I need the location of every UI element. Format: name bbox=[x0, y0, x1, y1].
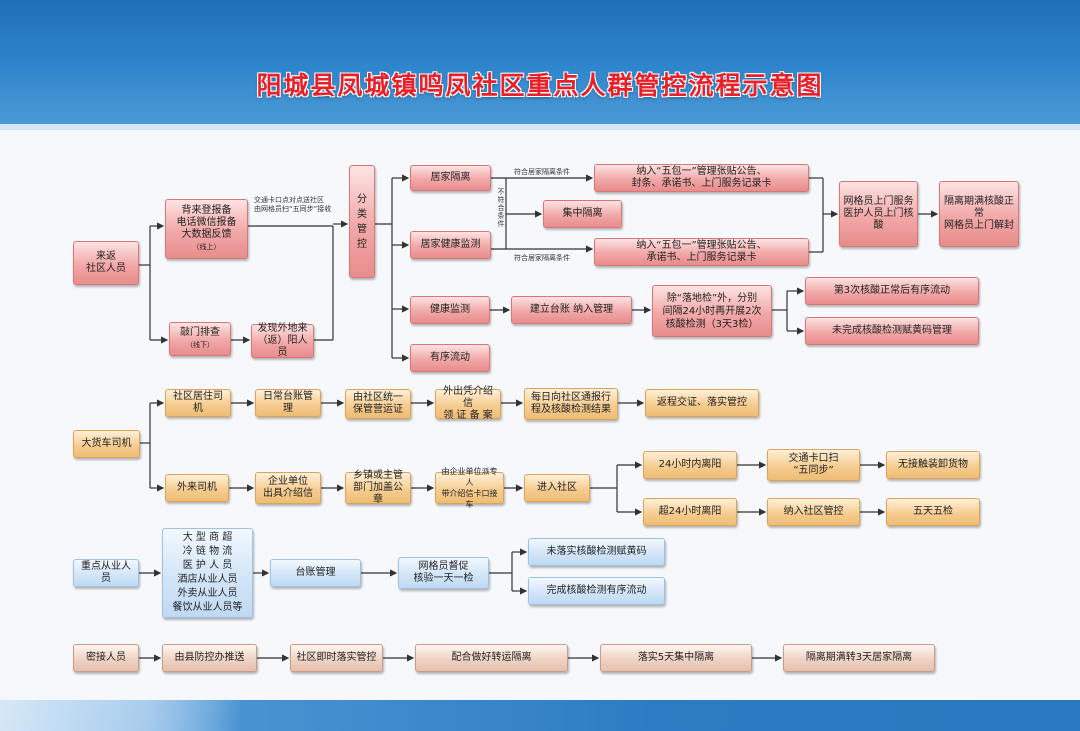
node-door-check: 敲门排查 （线下） bbox=[169, 322, 231, 356]
node-return-license: 返程交证、落实管控 bbox=[645, 389, 759, 417]
page-title: 阳城县凤城镇鸣凤社区重点人群管控流程示意图 bbox=[256, 71, 824, 100]
node-third-test-normal: 第3次核酸正常后有序流动 bbox=[805, 277, 979, 305]
node-ledger-management: 建立台账 纳入管理 bbox=[511, 296, 632, 324]
node-county-push: 由县防控办推送 bbox=[162, 644, 257, 672]
node-enter-community: 进入社区 bbox=[524, 474, 590, 502]
node-truck-drivers: 大货车司机 bbox=[73, 430, 140, 458]
node-transfer-isolation: 配合做好转运隔离 bbox=[415, 644, 568, 672]
node-centralized-isolation: 集中隔离 bbox=[543, 200, 622, 228]
node-health-monitoring: 健康监测 bbox=[410, 296, 490, 324]
node-worker-ledger: 台账管理 bbox=[270, 559, 361, 587]
node-contactless-unload: 无接触装卸货物 bbox=[886, 451, 980, 479]
node-daily-report: 每日向社区通报行 程及核酸检测结果 bbox=[524, 388, 618, 420]
node-five-for-one-1: 纳入“五包一”管理张贴公告、 封条、承诺书、上门服务记录卡 bbox=[594, 164, 809, 192]
label-eligible-home-isolation-2: 符合居家隔离条件 bbox=[514, 254, 570, 262]
online-report-text: 背来登报备 电话微信报备 大数据反馈 bbox=[176, 205, 237, 240]
node-three-day-home: 隔离期满转3天居家隔离 bbox=[783, 644, 935, 672]
node-grid-door-service: 网格员上门服务 医护人员上门核酸 bbox=[839, 181, 918, 247]
door-check-subtext: （线下） bbox=[186, 341, 214, 349]
node-community-control: 纳入社区管控 bbox=[767, 498, 860, 526]
node-keep-license: 由社区统一 保管营运证 bbox=[345, 389, 411, 419]
node-daily-ledger: 日常台账管理 bbox=[255, 389, 321, 417]
header-band bbox=[0, 0, 1080, 124]
node-letter-filing: 外出凭介绍信 领 证 备 案 bbox=[435, 386, 501, 421]
node-checkpoint-scan: 交通卡口扫 “五同步” bbox=[767, 449, 860, 481]
node-company-letter: 企业单位 出具介绍信 bbox=[255, 472, 321, 504]
node-home-isolation: 居家隔离 bbox=[410, 165, 491, 191]
node-resident-drivers: 社区居住司机 bbox=[165, 389, 231, 417]
node-online-report: 背来登报备 电话微信报备 大数据反馈 （线上） bbox=[165, 199, 248, 259]
header-divider bbox=[0, 124, 1080, 130]
node-untested-yellow-code: 未落实核酸检测赋黄码 bbox=[528, 538, 665, 566]
node-isolation-end-unseal: 隔离期满核酸正常 网格员上门解封 bbox=[939, 181, 1019, 247]
label-not-eligible: 不符合条件 bbox=[497, 188, 505, 228]
node-official-seal: 乡镇或主管 部门加盖公章 bbox=[345, 470, 411, 505]
label-eligible-home-isolation-1: 符合居家隔离条件 bbox=[514, 168, 570, 176]
door-check-text: 敲门排查 bbox=[180, 327, 220, 338]
node-company-pickup: 由企业单位派专人 带介绍信卡口接车 bbox=[435, 467, 504, 509]
footer-highlight bbox=[0, 700, 240, 731]
node-home-health-monitoring: 居家健康监测 bbox=[410, 231, 491, 259]
node-classified-control: 分 类 管 控 bbox=[349, 165, 375, 278]
node-outside-drivers: 外来司机 bbox=[165, 474, 229, 502]
node-five-for-one-2: 纳入“五包一”管理张贴公告、 承诺书、上门服务记录卡 bbox=[594, 238, 809, 266]
node-found-outsiders: 发现外地来 （返）阳人员 bbox=[251, 323, 314, 358]
node-immediate-control: 社区即时落实管控 bbox=[290, 644, 383, 672]
node-daily-test-check: 网格员督促 核验一天一检 bbox=[398, 557, 489, 589]
label-checkpoint-note: 交通卡口点对点送社区 由网格员扫“五同步”接收 bbox=[254, 196, 332, 213]
node-yellow-code-management: 未完成核酸检测赋黄码管理 bbox=[805, 317, 979, 345]
node-five-day-central: 落实5天集中隔离 bbox=[600, 644, 752, 672]
node-orderly-flow: 有序流动 bbox=[410, 344, 490, 372]
node-close-contacts: 密接人员 bbox=[73, 644, 139, 672]
node-five-day-tests: 五天五检 bbox=[886, 498, 980, 526]
node-tested-orderly-flow: 完成核酸检测有序流动 bbox=[528, 577, 665, 605]
node-returning-residents: 来返 社区人员 bbox=[73, 241, 139, 285]
node-leave-within-24h: 24小时内离阳 bbox=[643, 451, 737, 479]
node-key-workers: 重点从业人员 bbox=[73, 559, 139, 587]
node-worker-categories: 大 型 商 超 冷 链 物 流 医 护 人 员 酒店从业人员 外卖从业人员 餐饮… bbox=[162, 528, 253, 618]
node-leave-over-24h: 超24小时离阳 bbox=[643, 498, 737, 526]
online-report-subtext: （线上） bbox=[192, 243, 221, 251]
node-three-tests-three-days: 除“落地检”外，分别 间隔24小时再开展2次 核酸检测（3天3检） bbox=[652, 285, 772, 337]
